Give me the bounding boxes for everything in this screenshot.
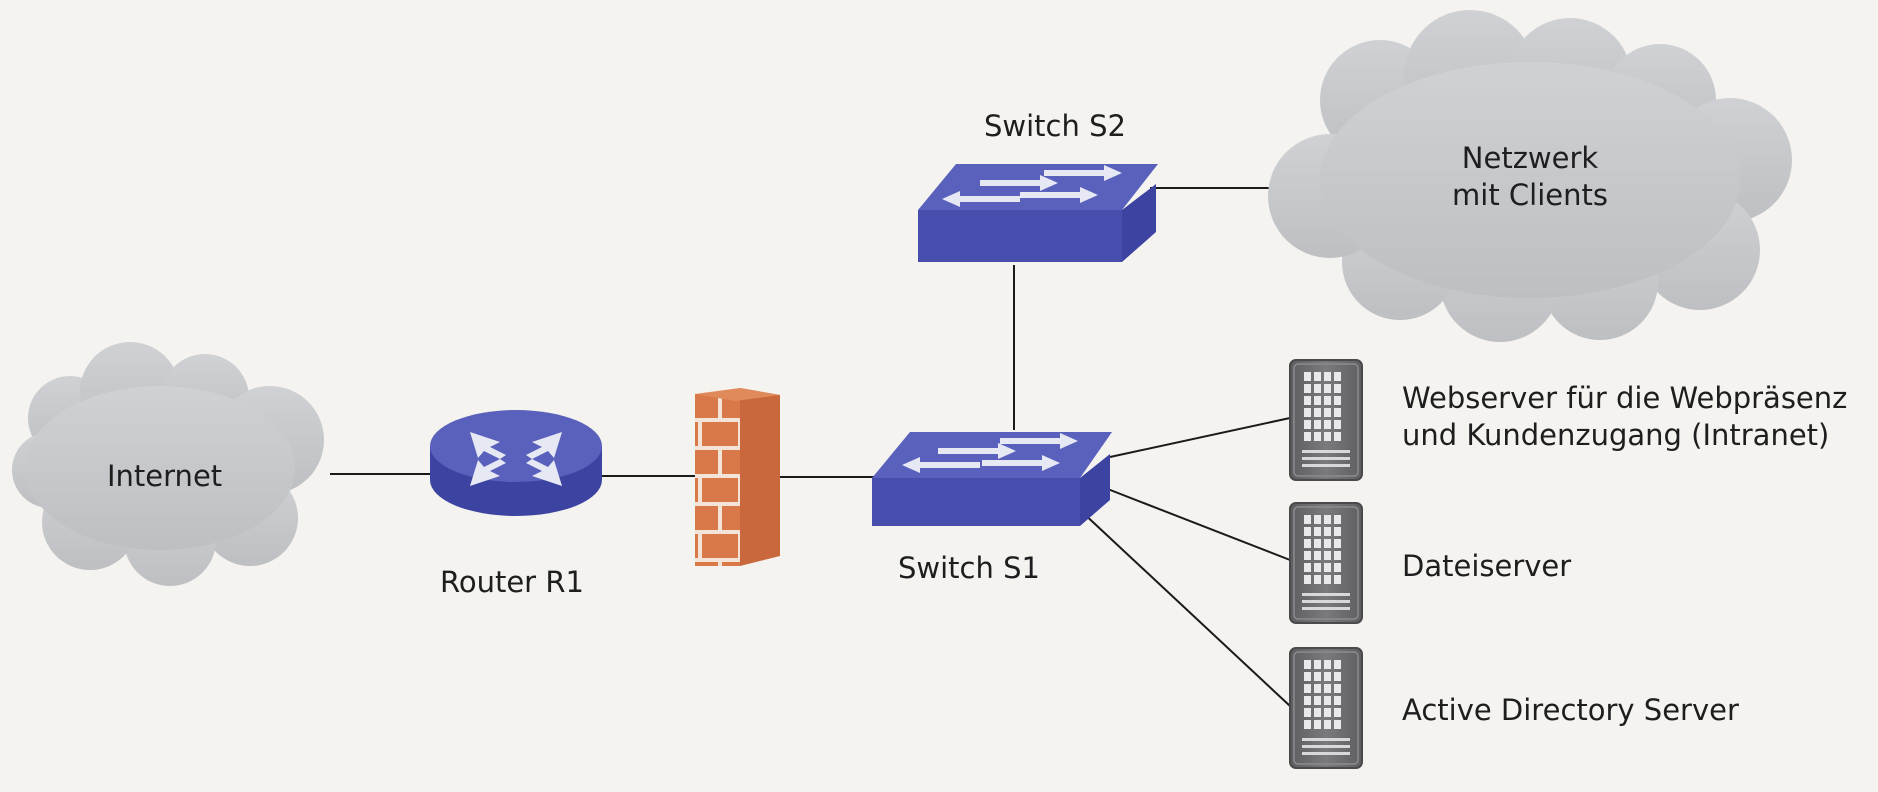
web-server-label-line1: Webserver für die Webpräsenz: [1402, 381, 1848, 415]
switch-s2-icon: [918, 164, 1158, 262]
client-network-label-line1: Netzwerk: [1461, 141, 1599, 175]
web-server-label: Webserver für die Webpräsenz und Kundenz…: [1402, 380, 1847, 454]
internet-cloud-icon: [12, 342, 324, 586]
switch-s1-label: Switch S1: [898, 551, 1040, 585]
router-label: Router R1: [440, 565, 584, 599]
router-icon: [430, 410, 602, 516]
switch-s2-label: Switch S2: [984, 109, 1126, 143]
switch-s1-icon: [872, 432, 1112, 526]
web-server-label-line2: und Kundenzugang (Intranet): [1402, 418, 1830, 453]
link-switch-s1-ad-server: [1079, 509, 1291, 707]
ad-server-label: Active Directory Server: [1402, 693, 1739, 727]
client-network-label: Netzwerk mit Clients: [1420, 140, 1640, 214]
file-server-icon: [1289, 502, 1363, 624]
ad-server-icon: [1289, 647, 1363, 769]
client-network-cloud-icon: [1268, 10, 1792, 342]
file-server-label: Dateiserver: [1402, 549, 1572, 583]
client-network-label-line2: mit Clients: [1452, 178, 1608, 213]
internet-label: Internet: [107, 459, 223, 493]
web-server-icon: [1289, 359, 1363, 481]
firewall-icon: [695, 388, 780, 566]
link-switch-s1-file-server: [1099, 485, 1291, 561]
link-switch-s1-web-server: [1109, 417, 1291, 458]
